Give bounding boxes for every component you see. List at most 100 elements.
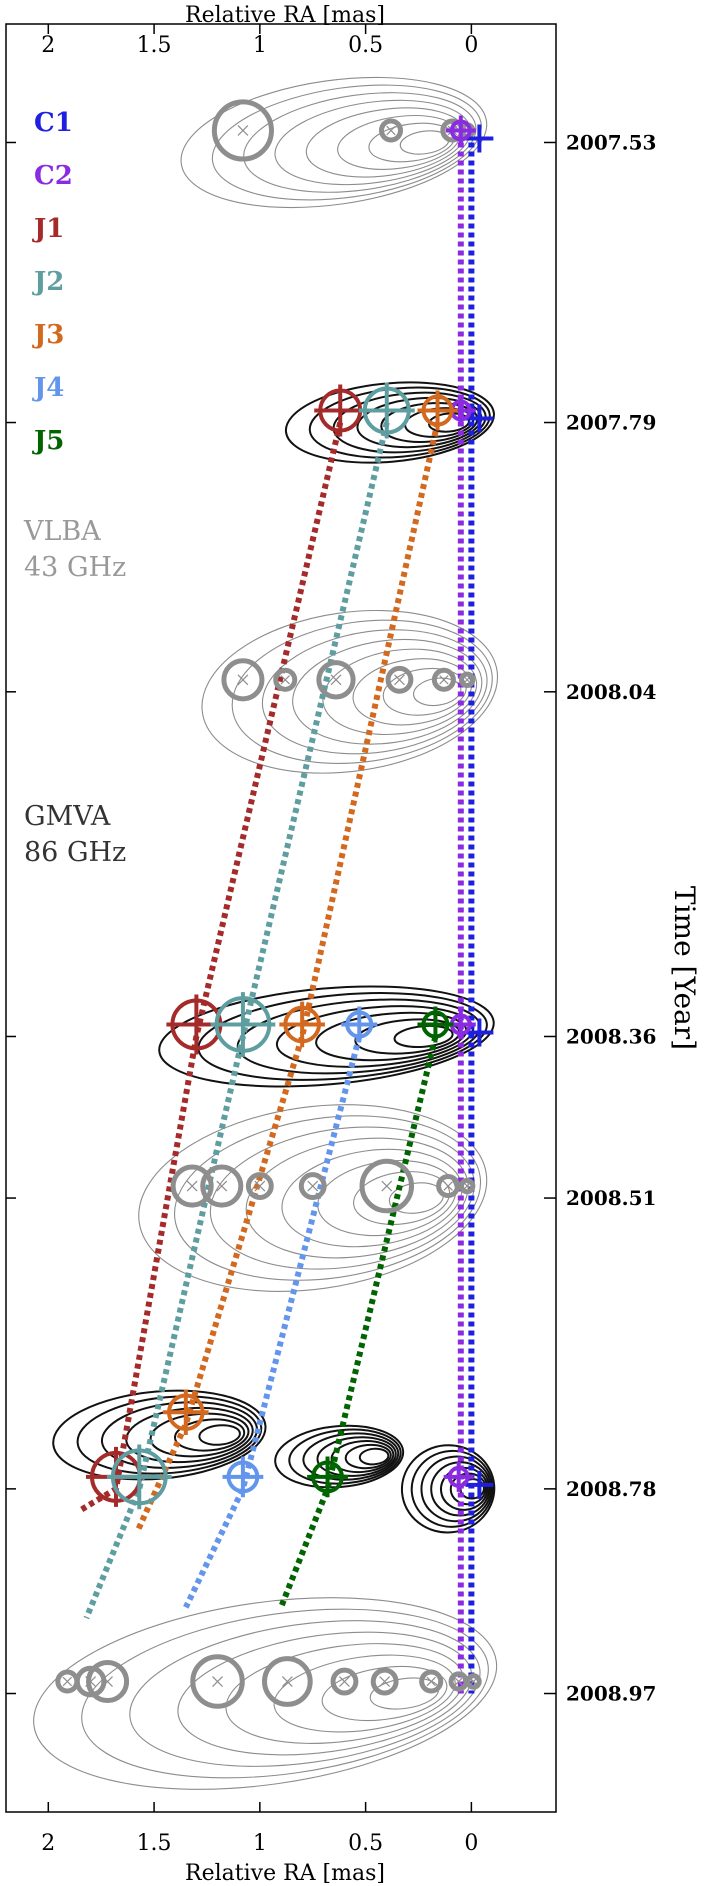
annotation-label: 43 GHz xyxy=(24,552,126,583)
vlba-component-cross xyxy=(464,676,471,683)
legend-entry-c1: C1 xyxy=(34,108,73,138)
vlba-component-circle xyxy=(419,1669,444,1694)
vlba-contour xyxy=(261,629,488,755)
vlba-component-circle xyxy=(330,1667,359,1696)
gmva-contour xyxy=(198,1424,241,1446)
gmva-cross-c2 xyxy=(445,115,476,146)
legend-entry-j4: J4 xyxy=(32,373,64,403)
gmva-contour xyxy=(358,1447,390,1466)
x-tick-label-top: 0.5 xyxy=(348,33,383,58)
track-j1 xyxy=(78,421,344,1513)
vlba-component-circle xyxy=(385,665,414,694)
vlba-component-circle xyxy=(74,1665,107,1698)
vlba-component-cross xyxy=(186,1180,198,1192)
x-tick-label-top: 1.5 xyxy=(137,33,172,58)
track-j5 xyxy=(278,1035,439,1609)
gmva-contour xyxy=(174,1418,246,1452)
x-tick-label-top: 0 xyxy=(464,33,478,58)
x-tick-label-bottom: 1 xyxy=(253,1831,267,1856)
vlba-component-cross xyxy=(339,1676,350,1687)
gmva-contour xyxy=(302,1432,400,1481)
vlba-component-cross xyxy=(439,675,449,685)
gmva-contour xyxy=(275,1005,475,1068)
gmva-cross-j3 xyxy=(417,390,458,431)
annotation-label: 86 GHz xyxy=(24,837,126,868)
gmva-cross-j2 xyxy=(106,1444,172,1510)
y-tick-label: 2007.53 xyxy=(566,130,656,154)
vlba-component-circle xyxy=(465,1673,482,1690)
gmva-cross-c2 xyxy=(443,1461,474,1492)
vlba-component-cross xyxy=(443,1181,453,1191)
vlba-component-cross xyxy=(212,1676,223,1687)
vlba-component-cross xyxy=(379,1676,391,1687)
vlba-component-cross xyxy=(464,1183,471,1190)
vlba-component-cross xyxy=(426,1676,436,1687)
axes: 221.51.5110.50.5002007.532007.792008.042… xyxy=(6,24,657,1856)
vlba-contour xyxy=(33,1597,498,1790)
vlba-component-cross xyxy=(216,1180,228,1192)
vlba-component-circle xyxy=(370,1667,399,1696)
gmva-contour xyxy=(76,1395,263,1475)
vlba-contour xyxy=(321,1666,448,1722)
gmva-contour xyxy=(400,1444,496,1534)
vlba-component-cross xyxy=(470,1678,477,1685)
contour-layer xyxy=(33,76,499,1790)
gmva-cross-c1 xyxy=(465,124,494,153)
y-axis-label: Time [Year] xyxy=(668,886,701,1050)
gmva-cross-j3 xyxy=(279,1001,325,1048)
x-tick-label-top: 1 xyxy=(253,33,267,58)
vlba-component-circle xyxy=(298,1172,327,1200)
vlba-contour xyxy=(174,1115,482,1281)
gmva-cross-j2 xyxy=(210,992,276,1057)
vlba-component-circle xyxy=(431,667,456,692)
vlba-component-circle xyxy=(262,1656,313,1707)
x-tick-label-top: 2 xyxy=(41,33,55,58)
legend-entry-j5: J5 xyxy=(32,426,64,456)
vlba-component-cross xyxy=(102,1676,113,1687)
y-tick-label: 2007.79 xyxy=(566,411,656,435)
vlba-component-cross xyxy=(454,1677,463,1686)
vlba-component-circle xyxy=(436,1174,461,1199)
vlba-component-circle xyxy=(86,1659,130,1704)
gmva-cross-c1 xyxy=(465,404,494,433)
y-tick-label: 2008.04 xyxy=(566,680,657,704)
gmva-cross-j5 xyxy=(307,1456,348,1498)
gmva-cross-j3 xyxy=(163,1389,209,1436)
vlba-component-cross xyxy=(237,125,249,136)
vlba-component-cross xyxy=(381,1180,393,1192)
vlba-contour xyxy=(273,1654,456,1733)
gmva-contour xyxy=(316,1436,397,1477)
vlba-component-cross xyxy=(62,1676,73,1687)
gmva-cross-c1 xyxy=(465,1470,494,1499)
x-axis-label-top: Relative RA [mas] xyxy=(185,3,385,28)
vlba-contour xyxy=(209,1126,475,1270)
gmva-cross-j1 xyxy=(314,384,367,437)
x-axis-label-bottom: Relative RA [mas] xyxy=(185,1861,385,1886)
vlba-component-cross xyxy=(394,674,405,686)
gmva-contour xyxy=(308,386,491,459)
legend-entry-j1: J1 xyxy=(32,214,64,244)
gmva-contour xyxy=(288,1428,402,1485)
vlba-contour xyxy=(81,1608,489,1779)
annotation-label: GMVA xyxy=(24,801,111,832)
x-tick-label-bottom: 0.5 xyxy=(348,1831,383,1856)
vlba-component-circle xyxy=(221,658,265,702)
vlba-contour xyxy=(353,1171,451,1225)
y-tick-label: 2008.51 xyxy=(566,1186,656,1210)
gmva-cross-c1 xyxy=(465,1018,494,1047)
vlba-contour xyxy=(245,1137,469,1259)
gmva-contour xyxy=(274,1424,405,1489)
y-tick-label: 2008.78 xyxy=(566,1477,656,1501)
vlba-component-circle xyxy=(273,667,298,692)
annotation-label: VLBA xyxy=(23,516,101,547)
gmva-cross-j5 xyxy=(417,1006,454,1043)
vlba-component-circle xyxy=(359,1158,415,1214)
vlba-component-cross xyxy=(237,674,249,686)
vlba-component-circle xyxy=(378,118,404,143)
vlba-contour xyxy=(292,638,483,745)
x-tick-label-bottom: 2 xyxy=(41,1831,55,1856)
vlba-contour xyxy=(322,648,478,736)
gmva-cross-j4 xyxy=(222,1456,264,1498)
